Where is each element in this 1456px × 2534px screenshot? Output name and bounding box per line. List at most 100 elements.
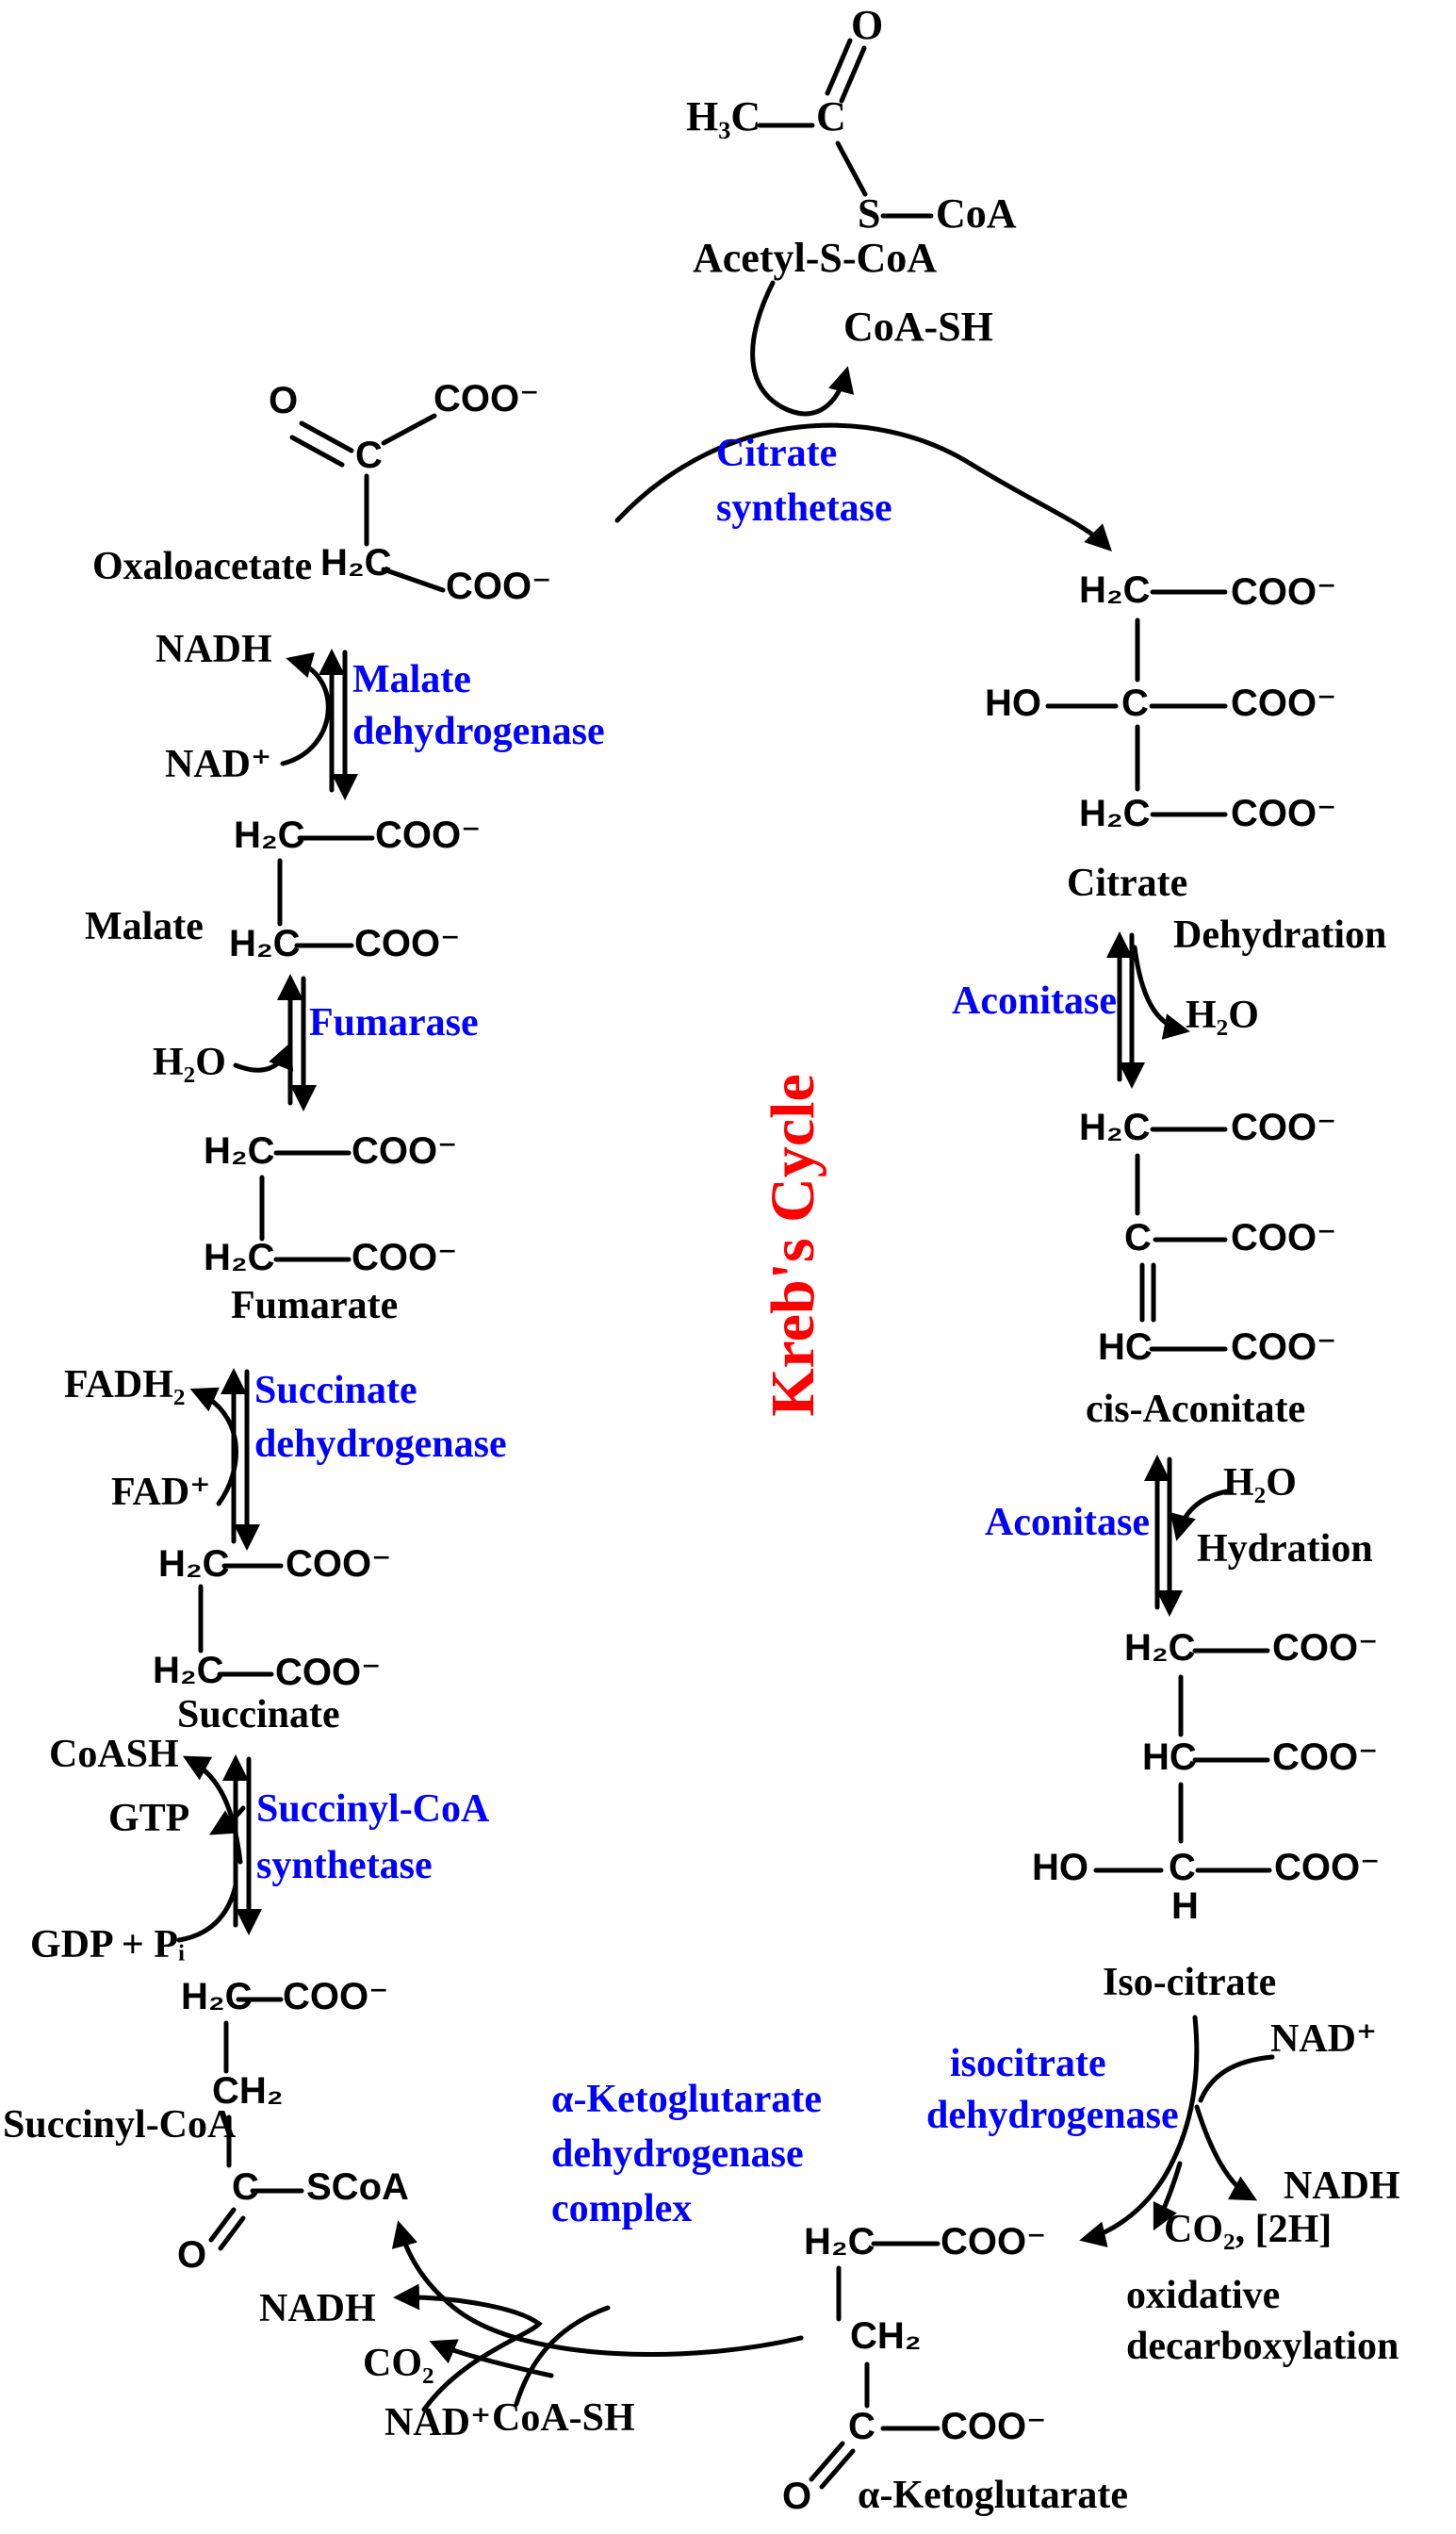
fumarate-h2c-top: H₂C bbox=[204, 1130, 275, 1172]
succinyl-coa-o: O bbox=[177, 2234, 207, 2276]
citrate-c: C bbox=[1121, 683, 1149, 724]
citrate-coo-mid: COO⁻ bbox=[1231, 683, 1337, 724]
akgdh-nad: NAD⁺ bbox=[384, 2401, 492, 2444]
akg-o: O bbox=[782, 2476, 812, 2517]
akg-ch2: CH₂ bbox=[850, 2315, 922, 2357]
cis-aconitate-label: cis-Aconitate bbox=[1086, 1388, 1306, 1431]
isocitrate-h2c: H₂C bbox=[1124, 1627, 1196, 1669]
cis-aconitate-coo-mid: COO⁻ bbox=[1231, 1217, 1337, 1259]
succinyl-coa-scoa: SCoA bbox=[306, 2166, 409, 2208]
aconitase-hydration-enzyme: Aconitase bbox=[985, 1501, 1150, 1544]
mdh-line1: Malate bbox=[352, 658, 471, 701]
succinate-coo-top: COO⁻ bbox=[286, 1543, 392, 1585]
akg-coo-top: COO⁻ bbox=[941, 2221, 1047, 2262]
scs-line1: Succinyl-CoA bbox=[256, 1787, 490, 1831]
cis-aconitate-coo-bottom: COO⁻ bbox=[1231, 1326, 1337, 1368]
acetyl-coa-o: O bbox=[851, 2, 884, 48]
acetyl-coa-c: C bbox=[816, 93, 846, 140]
malate-coo-top: COO⁻ bbox=[375, 814, 482, 856]
citrate-synthetase-line2: synthetase bbox=[716, 486, 892, 530]
acetyl-coa-coa: CoA bbox=[936, 190, 1017, 237]
fumarate-coo-bottom: COO⁻ bbox=[352, 1237, 458, 1278]
succinyl-coa-h2c: H₂C bbox=[181, 1976, 253, 2017]
akgdh-line1: α-Ketoglutarate bbox=[551, 2078, 823, 2121]
aconitase-dehydration-h2o: H₂O bbox=[1186, 994, 1259, 1037]
succinyl-coa-c: C bbox=[232, 2166, 259, 2208]
succinate-label: Succinate bbox=[177, 1693, 340, 1736]
succinate-coo-bottom: COO⁻ bbox=[275, 1652, 382, 1693]
citrate-synthetase-line1: Citrate bbox=[716, 432, 838, 475]
sdh-line2: dehydrogenase bbox=[254, 1423, 507, 1466]
citrate-coo-top: COO⁻ bbox=[1231, 571, 1337, 613]
oxaloacetate-coo-top: COO⁻ bbox=[434, 378, 540, 420]
mdh-nadh: NADH bbox=[155, 628, 272, 671]
icdh-nad: NAD⁺ bbox=[1270, 2017, 1378, 2061]
aconitase-dehydration-note: Dehydration bbox=[1173, 913, 1387, 957]
malate-h2c-bottom: H₂C bbox=[229, 923, 301, 964]
cis-aconitate-c: C bbox=[1124, 1217, 1152, 1259]
isocitrate-coo-top: COO⁻ bbox=[1272, 1627, 1379, 1669]
scs-coash: CoASH bbox=[49, 1733, 179, 1776]
isocitrate-c: C bbox=[1169, 1847, 1196, 1888]
icdh-note2: decarboxylation bbox=[1126, 2325, 1399, 2368]
icdh-nadh: NADH bbox=[1284, 2164, 1400, 2208]
akgdh-co2: CO₂ bbox=[363, 2342, 434, 2385]
isocitrate-hc: HC bbox=[1142, 1736, 1197, 1778]
scs-gdp-pi: GDP + Pᵢ bbox=[30, 1923, 186, 1966]
fumarate-label: Fumarate bbox=[231, 1284, 399, 1327]
sdh-line1: Succinate bbox=[254, 1369, 417, 1412]
coa-sh-released: CoA-SH bbox=[843, 304, 993, 350]
isocitrate-label: Iso-citrate bbox=[1103, 1961, 1277, 2004]
malate-coo-bottom: COO⁻ bbox=[354, 923, 461, 964]
icdh-line1: isocitrate bbox=[950, 2042, 1106, 2085]
isocitrate-h: H bbox=[1171, 1885, 1199, 1927]
citrate-coo-bottom: COO⁻ bbox=[1231, 793, 1337, 834]
mdh-nad: NAD⁺ bbox=[165, 743, 272, 786]
reaction-arrows bbox=[176, 280, 1275, 2412]
aconitase-dehydration-enzyme: Aconitase bbox=[952, 979, 1117, 1023]
akg-c: C bbox=[848, 2406, 875, 2447]
acetyl-coa-label: Acetyl-S-CoA bbox=[693, 235, 938, 281]
scs-gtp: GTP bbox=[108, 1797, 190, 1840]
cis-aconitate-hc: HC bbox=[1098, 1326, 1153, 1368]
aconitase-hydration-note: Hydration bbox=[1197, 1527, 1373, 1571]
akg-coo-bottom: COO⁻ bbox=[941, 2406, 1047, 2447]
isocitrate-ho: HO bbox=[1032, 1847, 1088, 1888]
icdh-note1: oxidative bbox=[1126, 2274, 1281, 2317]
fumarase-enzyme: Fumarase bbox=[309, 1001, 479, 1045]
akg-h2c: H₂C bbox=[804, 2221, 875, 2262]
mdh-line2: dehydrogenase bbox=[352, 710, 605, 753]
fumarate-h2c-bottom: H₂C bbox=[204, 1237, 275, 1278]
fumarate-coo-top: COO⁻ bbox=[352, 1130, 458, 1172]
isocitrate-coo-bottom: COO⁻ bbox=[1274, 1847, 1381, 1888]
bond-lines bbox=[198, 38, 1272, 2490]
icdh-line2: dehydrogenase bbox=[926, 2094, 1179, 2137]
acetyl-coa-s: S bbox=[858, 190, 881, 237]
acetyl-coa-h3c: H₃C bbox=[686, 93, 761, 140]
oxaloacetate-label: Oxaloacetate bbox=[92, 545, 313, 588]
citrate-h2c-top: H₂C bbox=[1079, 569, 1151, 611]
sdh-fadh2: FADH₂ bbox=[64, 1363, 186, 1407]
oxaloacetate-o: O bbox=[269, 380, 299, 421]
cis-aconitate-h2c: H₂C bbox=[1079, 1107, 1151, 1148]
akgdh-line3: complex bbox=[551, 2187, 693, 2230]
fumarase-h2o: H₂O bbox=[153, 1041, 226, 1084]
citrate-h2c-bottom: H₂C bbox=[1079, 793, 1151, 834]
akgdh-coa-sh: CoA-SH bbox=[492, 2396, 635, 2440]
succinyl-coa-label: Succinyl-CoA bbox=[3, 2103, 237, 2147]
succinyl-coa-ch2: CH₂ bbox=[212, 2070, 284, 2112]
citrate-label: Citrate bbox=[1067, 862, 1188, 905]
succinate-h2c-bottom: H₂C bbox=[153, 1650, 224, 1691]
citrate-ho: HO bbox=[985, 683, 1041, 724]
akgdh-line2: dehydrogenase bbox=[551, 2132, 804, 2176]
diagram-title: Kreb's Cycle bbox=[759, 1074, 827, 1417]
akgdh-nadh: NADH bbox=[259, 2287, 376, 2330]
isocitrate-coo-mid: COO⁻ bbox=[1272, 1736, 1379, 1778]
cis-aconitate-coo-top: COO⁻ bbox=[1231, 1107, 1337, 1148]
succinate-h2c-top: H₂C bbox=[158, 1543, 230, 1585]
aconitase-hydration-h2o: H₂O bbox=[1223, 1461, 1297, 1505]
malate-label: Malate bbox=[85, 905, 204, 948]
malate-h2c-top: H₂C bbox=[234, 814, 305, 856]
